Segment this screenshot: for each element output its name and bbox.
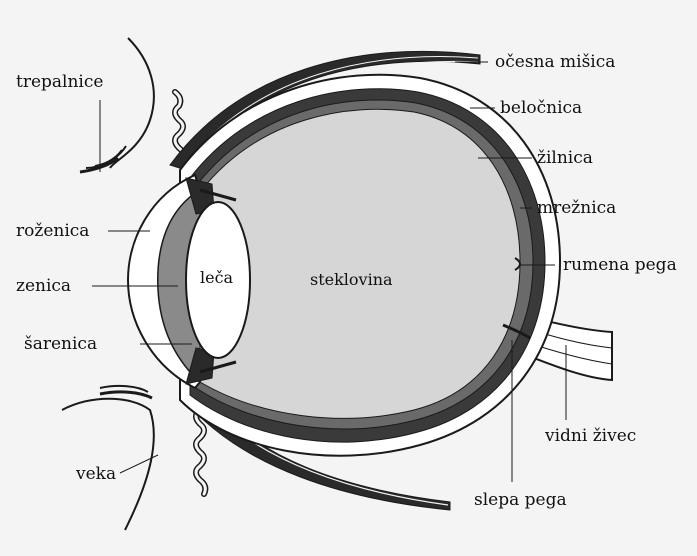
upper-eyelid — [110, 38, 154, 168]
label-zenica: zenica — [16, 278, 71, 295]
label-rozenica: roženica — [16, 223, 89, 240]
label-ocesna-misica: očesna mišica — [495, 54, 615, 71]
label-rumena-pega: rumena pega — [563, 257, 677, 274]
label-steklovina: steklovina — [310, 272, 393, 288]
label-leca: leča — [200, 270, 233, 286]
label-zilnica: žilnica — [537, 150, 593, 167]
label-vidni-zivec: vidni živec — [545, 428, 636, 445]
label-mreznica: mrežnica — [537, 200, 616, 217]
lower-eyelash — [100, 392, 152, 398]
label-beloc: beločnica — [500, 100, 582, 117]
label-slepa-pega: slepa pega — [474, 492, 567, 509]
label-sarenica: šarenica — [24, 336, 97, 353]
label-trepalnice: trepalnice — [16, 74, 103, 91]
label-veka: veka — [76, 466, 116, 483]
leader-veka — [120, 455, 158, 473]
